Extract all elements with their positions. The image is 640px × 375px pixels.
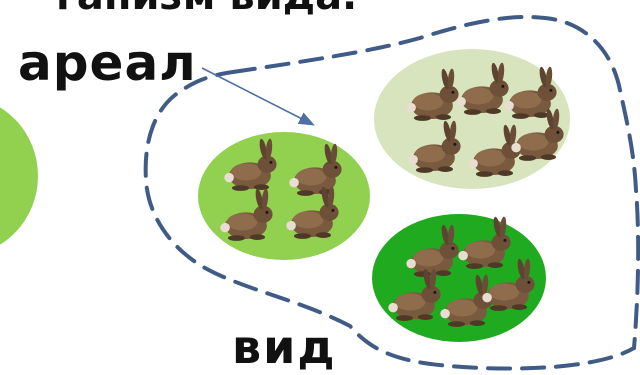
rabbit-icon xyxy=(220,188,273,241)
rabbits-layer xyxy=(220,62,564,327)
rabbit-icon xyxy=(224,138,277,191)
rabbit-icon xyxy=(406,224,459,277)
rabbit-icon xyxy=(511,108,564,161)
population-light xyxy=(198,132,370,260)
partial-population-circle xyxy=(0,107,38,245)
rabbit-icon xyxy=(458,216,511,269)
areal-label: ареал xyxy=(18,34,197,92)
areal-arrow xyxy=(201,67,315,126)
heading-fragment: ганизм вида. xyxy=(56,0,357,16)
rabbit-icon xyxy=(482,258,535,311)
rabbit-icon xyxy=(388,268,441,321)
rabbit-icon xyxy=(406,68,459,121)
rabbit-icon xyxy=(456,62,509,115)
rabbit-icon xyxy=(289,143,342,196)
range-boundary xyxy=(143,14,640,371)
rabbit-icon xyxy=(504,66,557,119)
rabbit-icon xyxy=(408,120,461,173)
species-label: вид xyxy=(232,320,337,374)
rabbit-icon xyxy=(286,186,339,239)
rabbit-icon xyxy=(440,274,493,327)
